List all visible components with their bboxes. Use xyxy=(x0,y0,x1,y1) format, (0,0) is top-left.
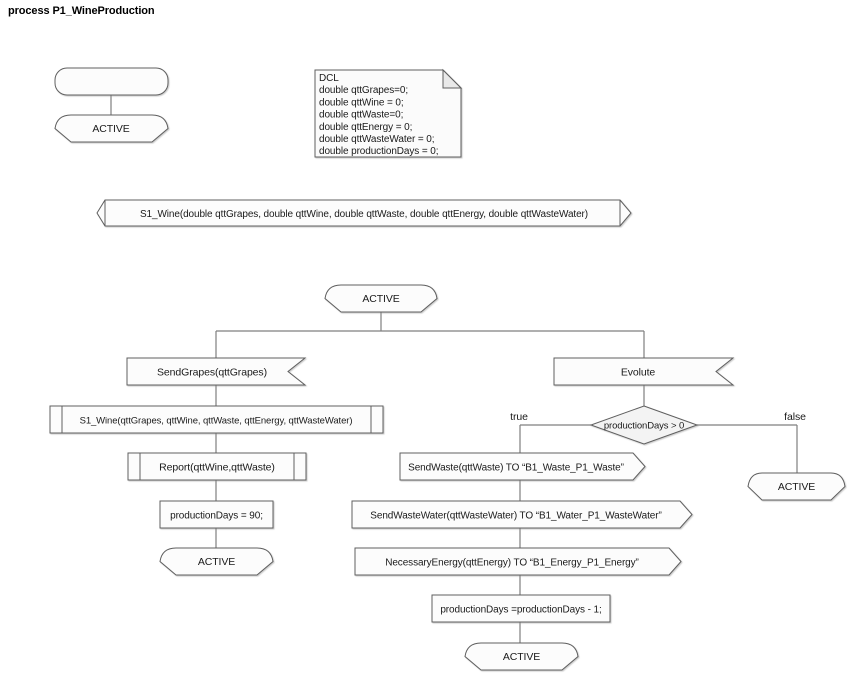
input-label: SendGrapes(qttGrapes) xyxy=(157,367,267,379)
node-necessary-energy[interactable]: NecessaryEnergy(qttEnergy) TO “B1_Energy… xyxy=(354,547,682,576)
state-shape xyxy=(159,547,274,576)
node-start-state[interactable] xyxy=(54,67,169,96)
node-proc-report[interactable]: Report(qttWine,qttWaste) xyxy=(127,452,307,481)
procedure-shape xyxy=(49,405,384,434)
state-label: ACTIVE xyxy=(362,293,399,305)
dcl-line: double qttWasteWater = 0; xyxy=(319,134,434,145)
task-label: productionDays =productionDays - 1; xyxy=(440,605,601,616)
input-signal-shape xyxy=(126,357,307,386)
decision-shape xyxy=(589,405,699,445)
node-dcl-note[interactable]: DCL double qttGrapes=0; double qttWine =… xyxy=(314,68,463,158)
note-shape xyxy=(314,69,462,158)
decision-label: productionDays > 0 xyxy=(604,421,684,432)
dcl-line: double qttWaste=0; xyxy=(319,110,403,121)
node-active-left[interactable]: ACTIVE xyxy=(159,547,274,576)
state-label: ACTIVE xyxy=(503,651,540,663)
node-proc-s1wine[interactable]: S1_Wine(qttGrapes, qttWine, qttWaste, qt… xyxy=(49,405,384,434)
output-label: SendWasteWater(qttWasteWater) TO “B1_Wat… xyxy=(370,511,661,522)
branch-label-true: true xyxy=(510,411,528,423)
task-shape xyxy=(159,500,274,529)
task-label: productionDays = 90; xyxy=(170,511,263,522)
output-label: NecessaryEnergy(qttEnergy) TO “B1_Energy… xyxy=(385,558,639,569)
input-label: Evolute xyxy=(621,367,656,379)
node-active-bottom[interactable]: ACTIVE xyxy=(464,642,579,671)
node-decrement-days[interactable]: productionDays =productionDays - 1; xyxy=(431,594,611,623)
node-send-waste[interactable]: SendWaste(qttWaste) TO “B1_Waste_P1_Wast… xyxy=(399,452,646,481)
procedure-label: S1_Wine(qttGrapes, qttWine, qttWaste, qt… xyxy=(80,416,353,427)
output-signal-shape xyxy=(399,452,646,481)
page-title: process P1_WineProduction xyxy=(8,5,155,17)
node-set-days[interactable]: productionDays = 90; xyxy=(159,500,274,529)
node-decision-production-days[interactable]: productionDays > 0 xyxy=(589,405,699,445)
state-label: ACTIVE xyxy=(778,481,815,493)
node-active-top[interactable]: ACTIVE xyxy=(54,114,169,143)
output-signal-shape xyxy=(354,547,682,576)
dcl-line: double qttWine = 0; xyxy=(319,97,404,108)
output-signal-shape xyxy=(351,500,693,529)
task-shape xyxy=(431,594,611,623)
state-shape xyxy=(54,114,169,143)
input-signal-shape xyxy=(553,357,735,386)
procedure-shape xyxy=(127,452,307,481)
dcl-line: double productionDays = 0; xyxy=(319,146,438,157)
state-shape xyxy=(464,642,579,671)
start-state-shape xyxy=(54,67,169,96)
node-input-s1wine[interactable]: S1_Wine(double qttGrapes, double qttWine… xyxy=(96,199,632,227)
output-label: SendWaste(qttWaste) TO “B1_Waste_P1_Wast… xyxy=(408,463,624,474)
node-send-grapes[interactable]: SendGrapes(qttGrapes) xyxy=(126,357,307,386)
node-send-wastewater[interactable]: SendWasteWater(qttWasteWater) TO “B1_Wat… xyxy=(351,500,693,529)
node-evolute[interactable]: Evolute xyxy=(553,357,735,386)
state-shape xyxy=(324,284,438,313)
dcl-line: double qttGrapes=0; xyxy=(319,85,408,96)
signal-label: S1_Wine(double qttGrapes, double qttWine… xyxy=(140,209,588,220)
note-fold-corner xyxy=(442,68,463,89)
node-active-false[interactable]: ACTIVE xyxy=(747,472,846,501)
dcl-line: DCL xyxy=(319,73,339,84)
state-label: ACTIVE xyxy=(92,123,129,135)
node-active-main[interactable]: ACTIVE xyxy=(324,284,438,313)
branch-label-false: false xyxy=(784,411,806,423)
connectors xyxy=(110,95,798,643)
state-shape xyxy=(747,472,846,501)
procedure-label: Report(qttWine,qttWaste) xyxy=(159,462,275,474)
dcl-line: double qttEnergy = 0; xyxy=(319,122,412,133)
state-label: ACTIVE xyxy=(198,556,235,568)
